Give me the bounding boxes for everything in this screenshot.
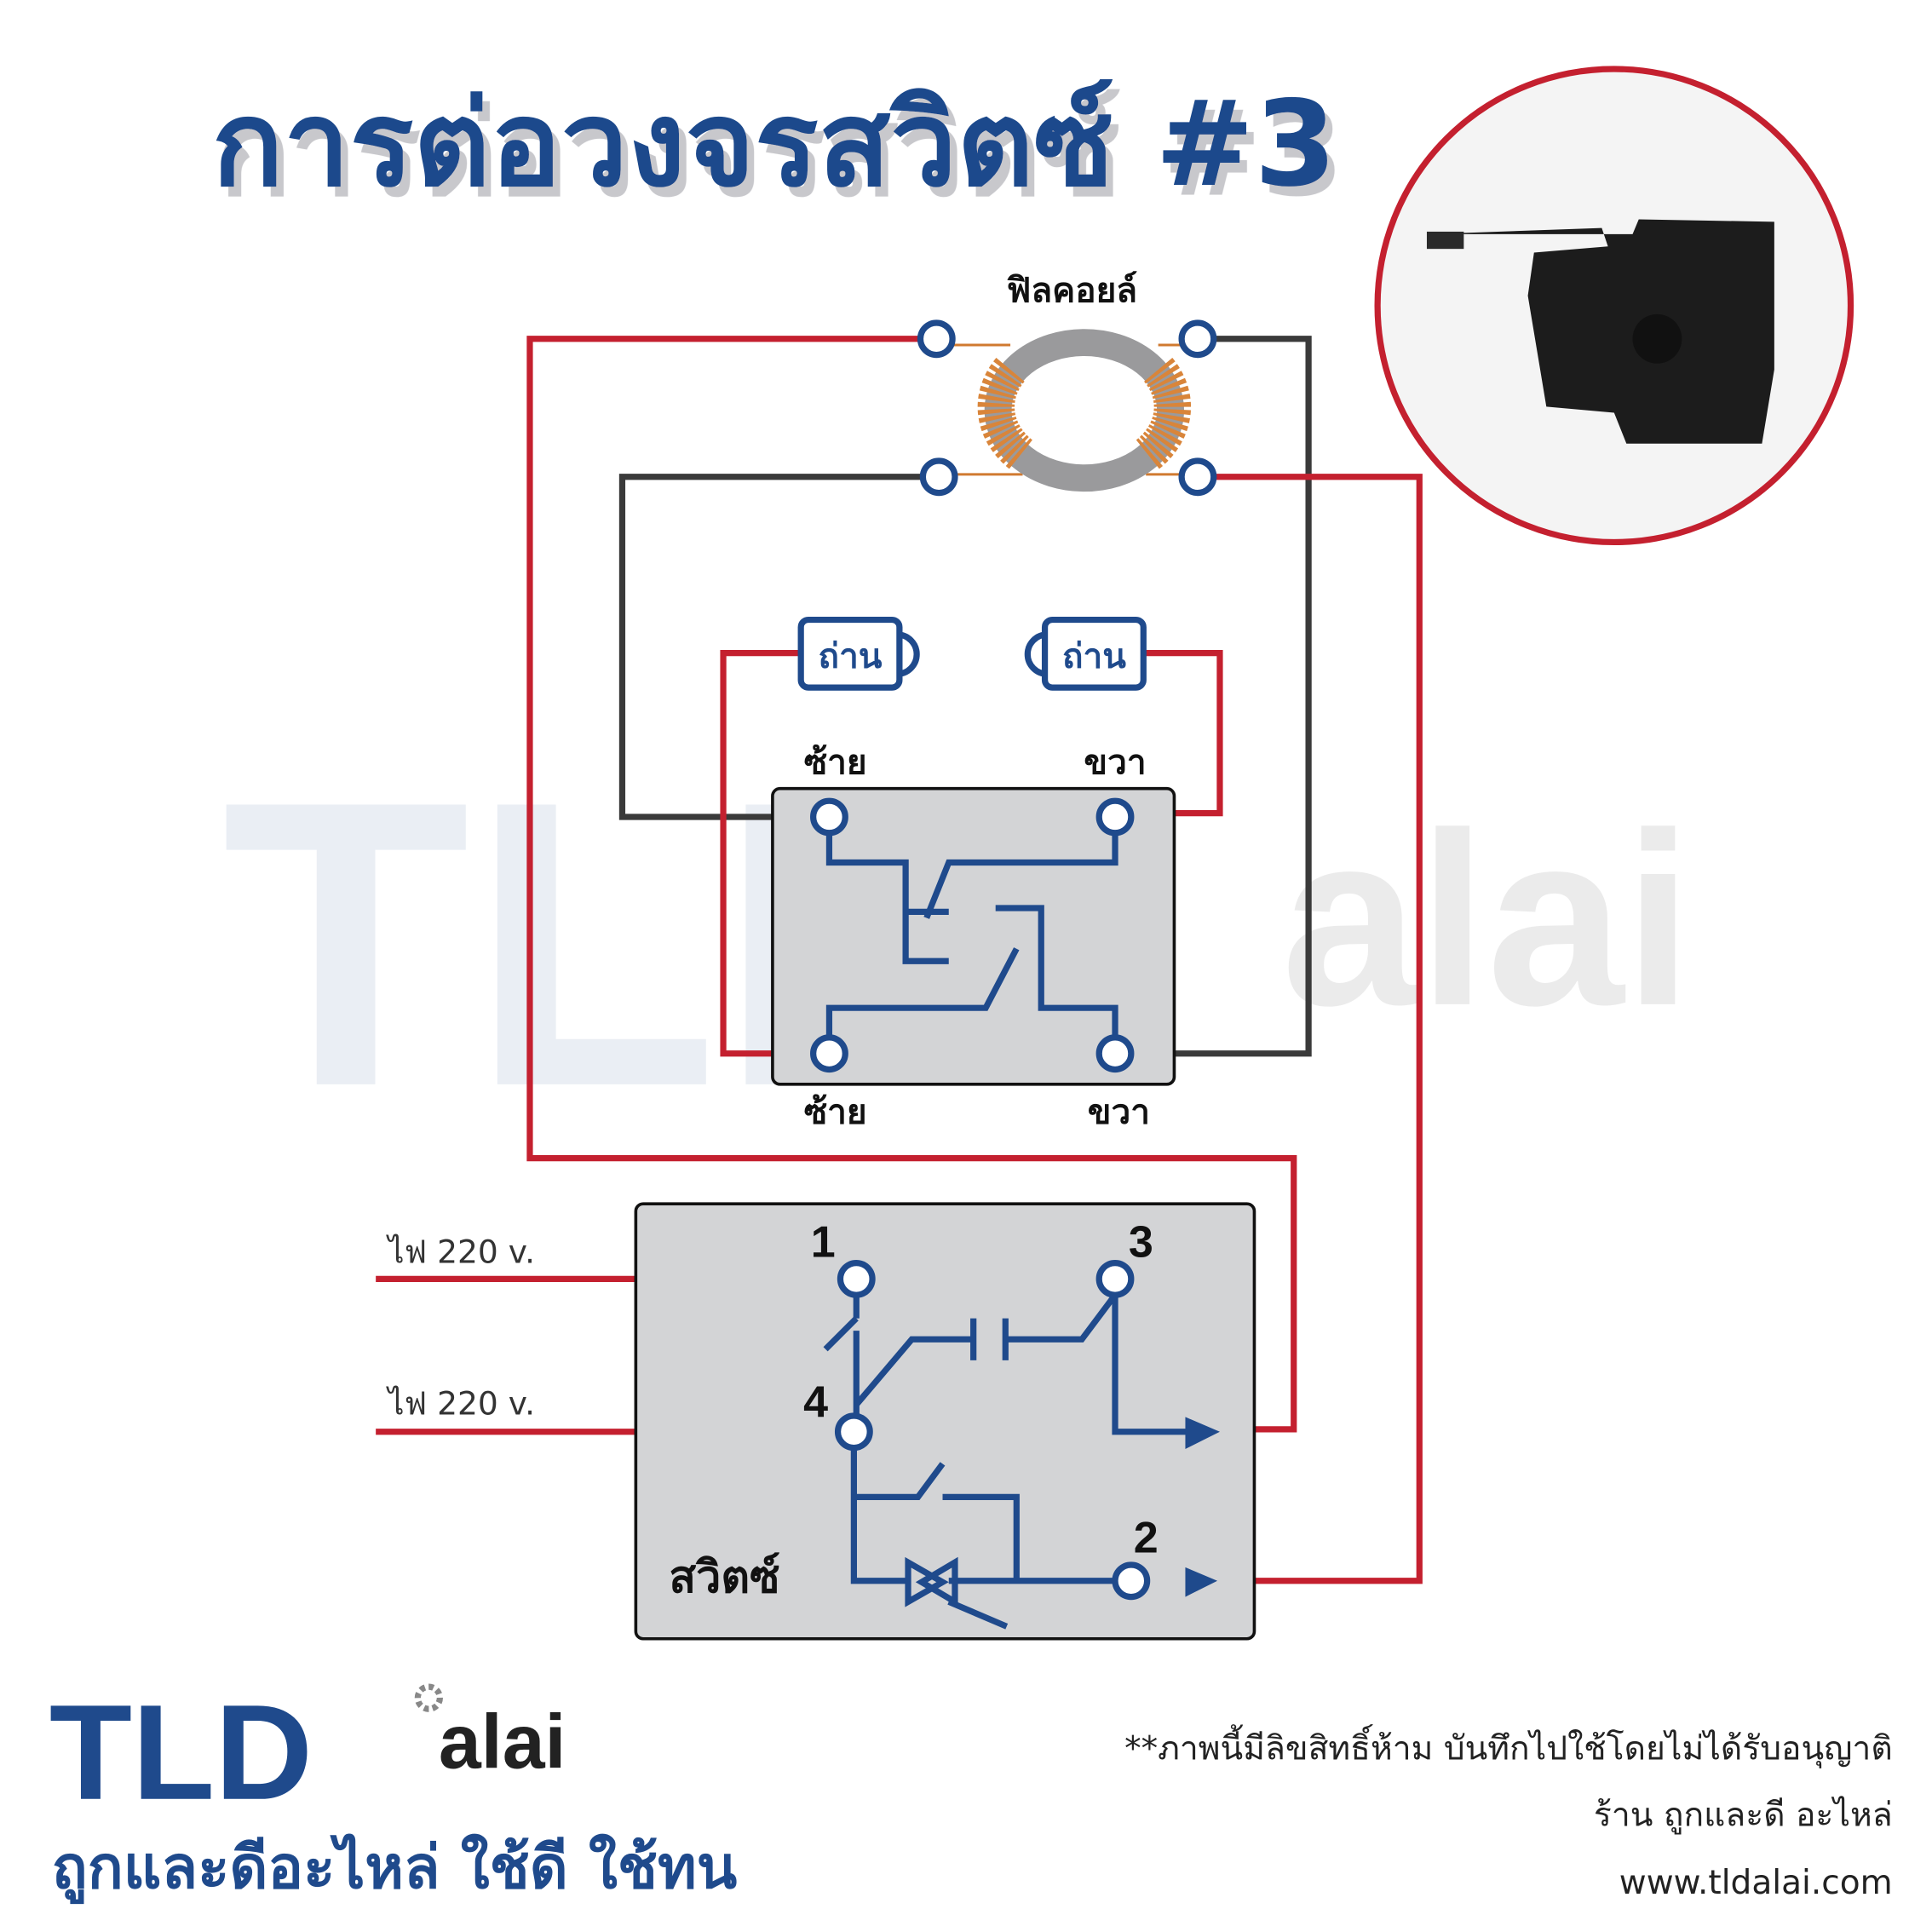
terminal-3-label: 3 — [1129, 1217, 1153, 1267]
wire-coil-to-right-bottom — [1115, 336, 1312, 1057]
switch-terminal-1 — [837, 1259, 876, 1298]
switch-terminal-3 — [1095, 1259, 1135, 1298]
field-coil-label: ฟิลคอยล์ — [1007, 269, 1138, 310]
terminal-left-bottom — [810, 1034, 848, 1073]
logo-small: alai — [439, 1700, 566, 1785]
terminal-right-bottom — [1095, 1034, 1135, 1073]
logo-big: TLD — [49, 1676, 313, 1828]
watermark-small: alai — [1281, 782, 1693, 1057]
wire-coil-to-switch3 — [526, 336, 1297, 1433]
switch-terminal-4 — [834, 1412, 873, 1452]
switch-photo — [1374, 66, 1854, 546]
label-left-bottom: ซ้าย — [804, 1091, 867, 1132]
coil-terminal — [917, 319, 956, 359]
label-right-top: ขวา — [1084, 741, 1146, 782]
logo: TLD alai ถูกและดีอะไหล่ ใช้ดี ใช้ทน — [49, 1676, 737, 1905]
input-2-label: ไฟ 220 v. — [386, 1385, 535, 1423]
switch-terminal-2 — [1112, 1561, 1151, 1601]
brush-left: ถ่าน — [797, 616, 920, 691]
switch-label: สวิตซ์ — [669, 1552, 779, 1603]
label-left-top: ซ้าย — [804, 741, 867, 782]
gear-icon — [414, 1683, 443, 1712]
input-1-label: ไฟ 220 v. — [386, 1233, 535, 1271]
label-right-bottom: ขวา — [1088, 1091, 1150, 1132]
wire-coil-to-switch2 — [1130, 474, 1423, 1584]
reverse-switch: ซ้าย ขวา ซ้าย ขวา — [771, 741, 1176, 1132]
brush-left-label: ถ่าน — [819, 635, 883, 676]
main-switch: 1 2 3 4 สวิตซ์ ไฟ 220 v. ไฟ 220 v. — [386, 1202, 1256, 1641]
coil-terminal — [919, 457, 958, 497]
website-link[interactable]: www.tldalai.com — [1619, 1864, 1893, 1902]
brush-right: ถ่าน — [1024, 616, 1147, 691]
terminal-left-top — [810, 797, 848, 837]
coil-terminal — [1178, 457, 1217, 497]
coil-terminal — [1178, 319, 1217, 359]
shop-name: ร้าน ถูกและดี อะไหล่ — [1594, 1797, 1893, 1835]
copyright-notice: **ภาพนี้มีลิขสิทธิ์ห้าม บันทึกไปใช้โดยไม… — [1124, 1724, 1893, 1769]
arrow-icon — [1185, 1567, 1218, 1597]
terminal-1-label: 1 — [811, 1217, 836, 1267]
brush-right-label: ถ่าน — [1062, 635, 1126, 676]
page-title: การต่อวงจรสวิตซ์ #3 — [212, 75, 1337, 213]
field-coil: ฟิลคอยล์ — [917, 269, 1217, 497]
slogan: ถูกและดีอะไหล่ ใช้ดี ใช้ทน — [52, 1832, 737, 1905]
arrow-icon — [1185, 1417, 1220, 1449]
terminal-2-label: 2 — [1134, 1514, 1159, 1563]
footer: **ภาพนี้มีลิขสิทธิ์ห้าม บันทึกไปใช้โดยไม… — [1124, 1724, 1893, 1903]
terminal-4-label: 4 — [803, 1377, 828, 1427]
terminal-right-top — [1095, 797, 1135, 837]
